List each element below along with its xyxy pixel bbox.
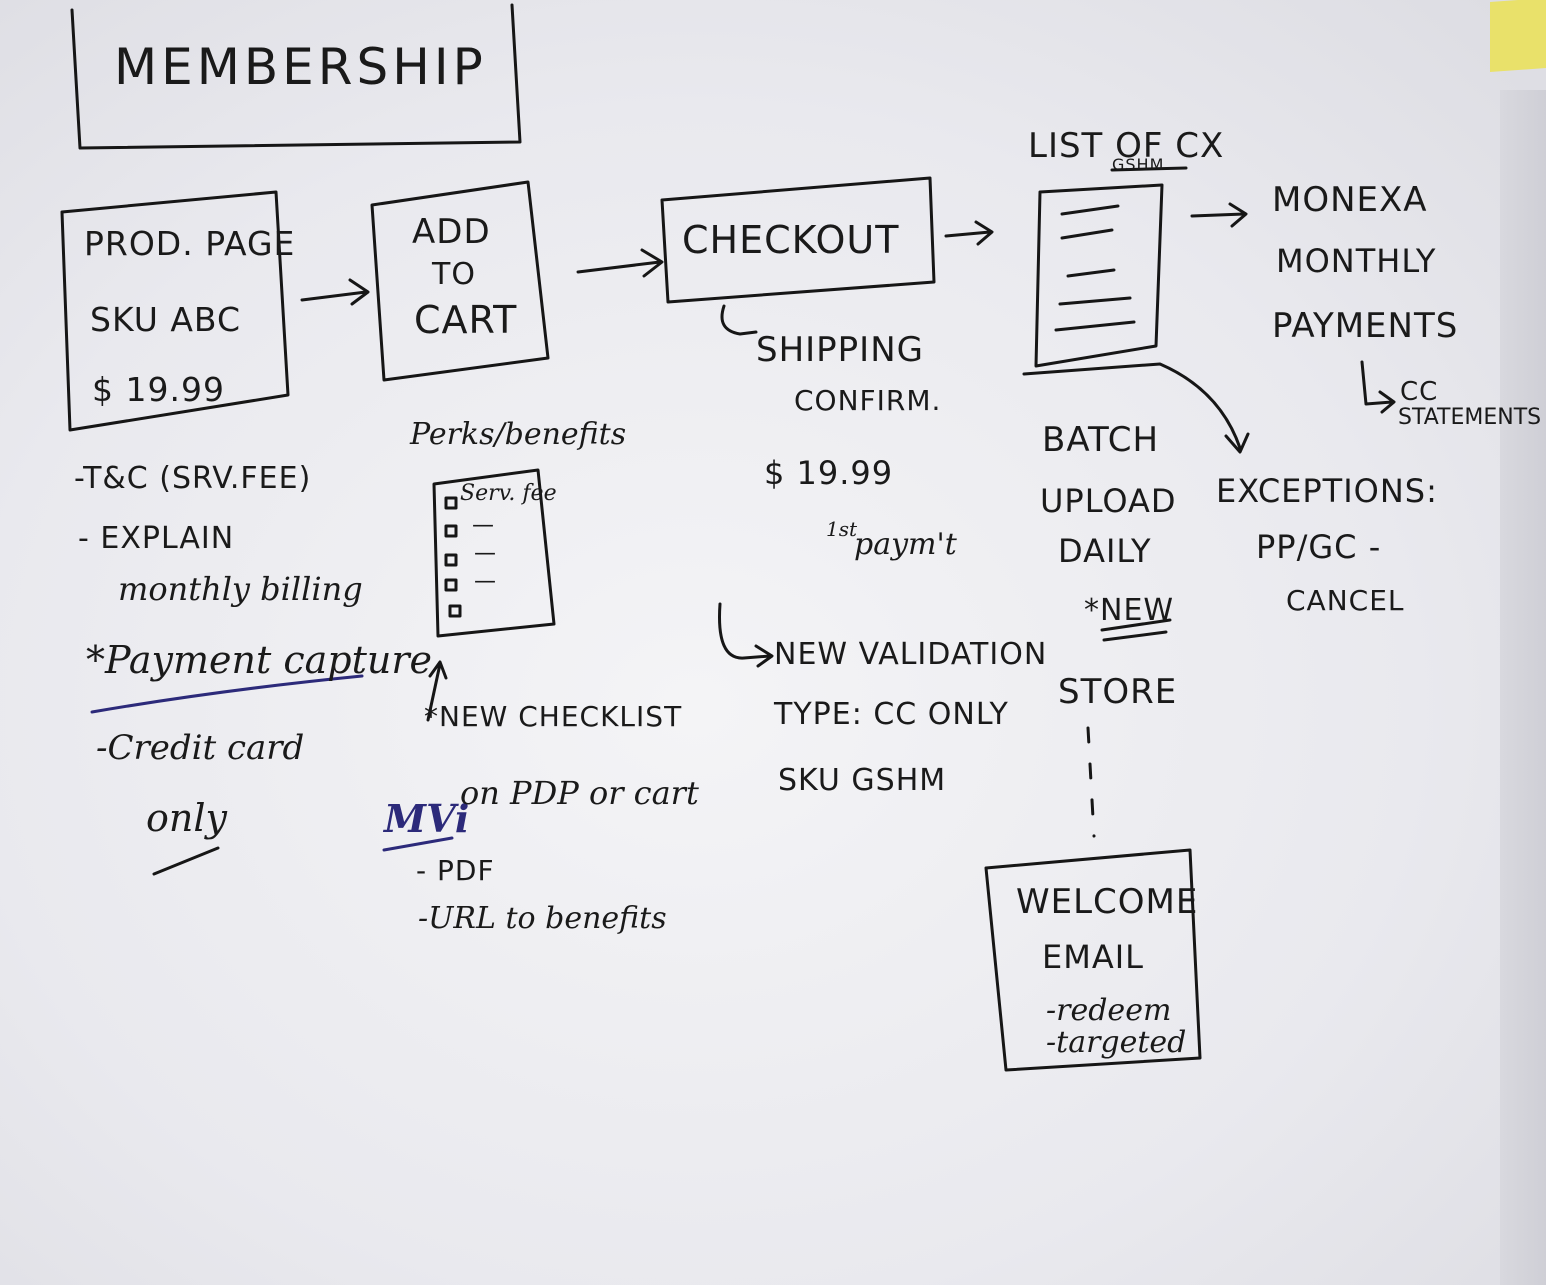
welcome-line1: WELCOME bbox=[1016, 882, 1199, 922]
arrow-cart-to-checkout bbox=[576, 248, 664, 278]
batch-new: *NEW bbox=[1084, 593, 1175, 628]
monexa-line1: MONEXA bbox=[1272, 180, 1428, 220]
diagram-title: MEMBERSHIP bbox=[114, 38, 487, 96]
checkbox-1 bbox=[444, 496, 458, 510]
checkbox-3 bbox=[444, 553, 458, 567]
monexa-line3: PAYMENTS bbox=[1272, 306, 1459, 346]
paper-edge bbox=[1500, 90, 1546, 1285]
mvi-underline bbox=[382, 836, 454, 852]
payment-capture-note: *Payment capture bbox=[86, 638, 432, 682]
add-to-cart-line1: ADD bbox=[412, 212, 491, 252]
mvi-label: MVi bbox=[384, 796, 470, 841]
explain-note: - EXPLAIN bbox=[78, 521, 235, 556]
add-to-cart-box bbox=[370, 180, 550, 382]
first-payment-note: paym't bbox=[854, 527, 957, 562]
welcome-targeted: -targeted bbox=[1046, 1025, 1187, 1060]
checkout-price: $ 19.99 bbox=[764, 454, 894, 492]
list-of-cx-doc bbox=[1034, 183, 1164, 368]
new-checklist-note: *NEW CHECKLIST bbox=[424, 700, 683, 733]
checkbox-2 bbox=[444, 524, 458, 538]
sku-gshm-note: SKU GSHM bbox=[778, 763, 947, 798]
exceptions-label: EXCEPTIONS: bbox=[1216, 472, 1438, 510]
url-note: -URL to benefits bbox=[418, 901, 667, 936]
perks-heading: Perks/benefits bbox=[410, 417, 627, 452]
checklist-item-4: — bbox=[474, 569, 497, 594]
list-of-cx-sub: GSHM bbox=[1112, 155, 1165, 174]
checklist-item-2: — bbox=[472, 513, 495, 538]
add-to-cart-line2: TO bbox=[432, 257, 476, 292]
exceptions-ppgc: PP/GC - bbox=[1256, 528, 1382, 566]
arrow-prod-to-cart bbox=[300, 278, 370, 306]
prod-page-label: PROD. PAGE bbox=[84, 224, 296, 263]
arrow-new-checklist bbox=[426, 660, 448, 722]
statements-label: STATEMENTS bbox=[1398, 405, 1542, 430]
welcome-redeem: -redeem bbox=[1046, 993, 1172, 1028]
arrow-checkout-to-shipping bbox=[720, 304, 758, 336]
arrow-to-new-validation bbox=[718, 602, 774, 668]
title-box bbox=[70, 3, 522, 150]
batch-line2: UPLOAD bbox=[1040, 482, 1177, 520]
welcome-line2: EMAIL bbox=[1042, 938, 1144, 976]
prod-page-box bbox=[60, 190, 290, 432]
checklist-item-1: Serv. fee bbox=[460, 481, 557, 506]
mvi-note: on PDP or cart bbox=[460, 774, 699, 812]
payment-capture-underline bbox=[90, 674, 364, 714]
prod-page-price: $ 19.99 bbox=[92, 370, 225, 409]
cc-label: CC bbox=[1400, 377, 1439, 407]
list-of-cx-label: LIST OF CX bbox=[1028, 126, 1225, 166]
shipping-note: SHIPPING bbox=[756, 330, 924, 370]
store-label: STORE bbox=[1058, 672, 1178, 712]
billing-note: monthly billing bbox=[118, 570, 363, 608]
confirm-note: CONFIRM. bbox=[794, 384, 942, 417]
arrow-checkout-to-list bbox=[944, 220, 994, 246]
tc-note: -T&C (SRV.FEE) bbox=[74, 461, 312, 496]
welcome-email-box bbox=[984, 848, 1202, 1072]
checkbox-4 bbox=[444, 578, 458, 592]
validation-type-note: TYPE: CC ONLY bbox=[774, 697, 1009, 732]
checkbox-5 bbox=[448, 604, 462, 618]
list-underline bbox=[1110, 166, 1188, 172]
new-underline bbox=[1100, 618, 1172, 642]
batch-line1: BATCH bbox=[1042, 420, 1160, 460]
checkout-box bbox=[660, 176, 936, 304]
arrow-monexa-to-cc bbox=[1360, 360, 1396, 414]
perks-checklist-box bbox=[432, 468, 556, 638]
add-to-cart-line3: CART bbox=[414, 298, 518, 342]
new-validation-note: NEW VALIDATION bbox=[774, 637, 1048, 672]
checklist-item-3: — bbox=[474, 541, 497, 566]
checkout-label: CHECKOUT bbox=[682, 218, 900, 262]
monexa-line2: MONTHLY bbox=[1276, 242, 1437, 280]
arrow-list-to-monexa bbox=[1190, 202, 1248, 228]
pdf-note: - PDF bbox=[416, 854, 495, 887]
exceptions-cancel: CANCEL bbox=[1286, 584, 1405, 617]
first-payment-sup: 1st bbox=[826, 517, 858, 541]
only-note: only bbox=[146, 796, 227, 840]
prod-page-sku: SKU ABC bbox=[90, 300, 242, 339]
credit-card-note: -Credit card bbox=[96, 728, 305, 768]
dotted-store-to-welcome bbox=[1086, 726, 1096, 838]
arrow-list-to-exceptions bbox=[1022, 362, 1250, 454]
batch-line3: DAILY bbox=[1058, 532, 1152, 570]
only-underline bbox=[152, 846, 220, 876]
list-line bbox=[1054, 204, 1136, 332]
